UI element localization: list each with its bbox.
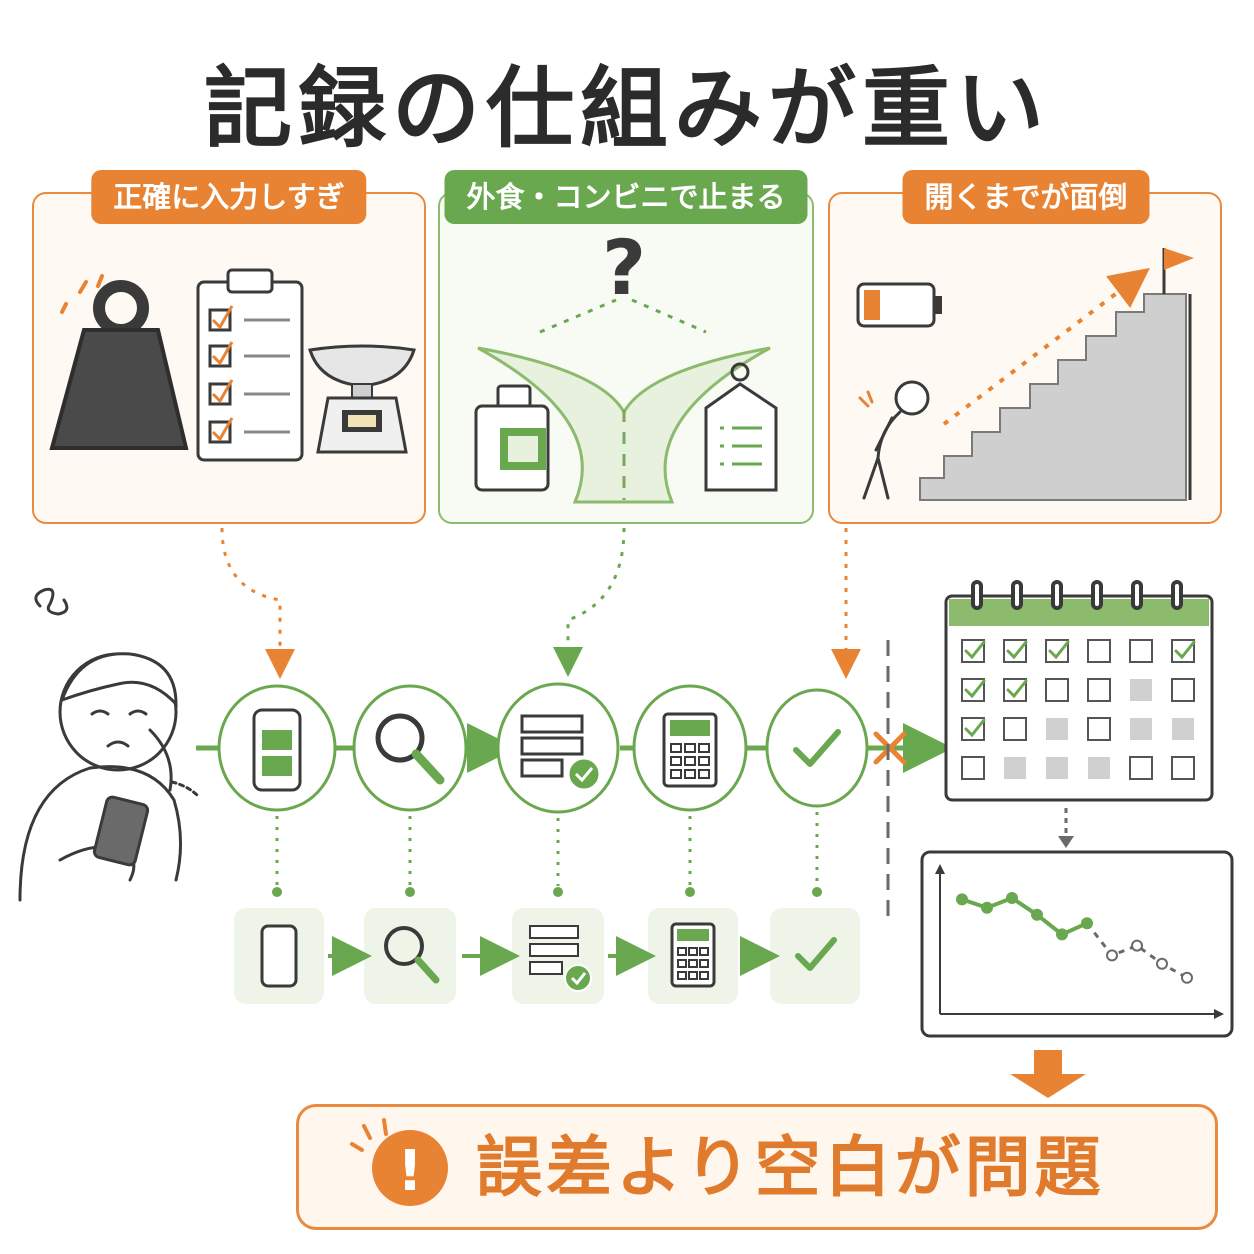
calendar-cell-check bbox=[1003, 639, 1028, 663]
calendar-cell-gray bbox=[1046, 757, 1068, 779]
trend-chart bbox=[920, 850, 1234, 1038]
calendar-cell-empty bbox=[1171, 756, 1195, 780]
step-connectors bbox=[272, 812, 822, 897]
step-circle-list bbox=[496, 682, 620, 814]
calendar-cell-empty bbox=[1129, 639, 1153, 663]
weight-icon bbox=[49, 274, 189, 450]
trend-point-solid bbox=[1081, 917, 1093, 930]
trend-point-dashed bbox=[1106, 949, 1118, 962]
step-circle-phone bbox=[217, 684, 337, 812]
trend-point-dashed bbox=[1156, 957, 1168, 970]
phone-icon bbox=[252, 708, 302, 792]
calendar-cell-check bbox=[961, 717, 986, 741]
step-circle-search bbox=[352, 684, 468, 812]
calendar-cell-gray bbox=[1172, 718, 1194, 740]
calendar-cell-check bbox=[961, 678, 986, 702]
calendar-cell-gray bbox=[1088, 757, 1110, 779]
check-icon bbox=[795, 937, 837, 971]
list-check-icon bbox=[529, 925, 592, 992]
page-title: 記録の仕組みが重い bbox=[203, 57, 1050, 160]
search-icon bbox=[375, 713, 445, 785]
panel-label-eating-out: 外食・コンビニで止まる bbox=[444, 170, 808, 224]
calendar-cell-check bbox=[961, 639, 986, 663]
trend-point-solid bbox=[1056, 928, 1068, 941]
price-tag-icon bbox=[704, 362, 778, 492]
phone-icon bbox=[260, 924, 298, 988]
calendar-cell-check bbox=[1003, 678, 1028, 702]
food-container-icon bbox=[474, 384, 550, 492]
calendar-cell-empty bbox=[961, 756, 985, 780]
calendar-cell-empty bbox=[1129, 756, 1153, 780]
trend-point-solid bbox=[956, 893, 968, 906]
calendar-cell-gray bbox=[1046, 718, 1068, 740]
trend-line-dashed bbox=[1085, 922, 1188, 980]
stairs-icon bbox=[919, 248, 1194, 501]
panel-label-opening-hassle: 開くまでが面倒 bbox=[902, 170, 1150, 224]
broken-flow-x-icon bbox=[873, 731, 907, 765]
calendar-cell-check bbox=[1045, 639, 1070, 663]
checklist-clipboard-icon bbox=[196, 268, 304, 462]
calendar-cell-empty bbox=[1087, 639, 1111, 663]
calendar-cell-empty bbox=[1087, 678, 1111, 702]
question-mark: ? bbox=[602, 223, 646, 312]
calendar-cell-empty bbox=[1087, 717, 1111, 741]
calendar-cell-gray bbox=[1130, 679, 1152, 701]
step-circle-check bbox=[765, 688, 869, 808]
check-icon bbox=[793, 729, 841, 767]
step-circle-calculator bbox=[632, 684, 748, 812]
conclusion-text: 誤差より空白が問題 bbox=[476, 1129, 1105, 1206]
trend-point-solid bbox=[1006, 892, 1018, 904]
calendar-cell-gray bbox=[1004, 757, 1026, 779]
calendar-icon bbox=[944, 580, 1214, 802]
kitchen-scale-icon bbox=[308, 344, 416, 454]
list-check-icon bbox=[520, 714, 602, 792]
panel-label-accurate-input: 正確に入力しすぎ bbox=[91, 170, 367, 224]
down-arrow-icon bbox=[1010, 1074, 1086, 1098]
search-icon bbox=[384, 926, 440, 984]
conclusion-box bbox=[296, 1104, 1218, 1230]
trend-point-dashed bbox=[1131, 939, 1143, 952]
low-battery-icon bbox=[856, 282, 942, 328]
calendar-cell-empty bbox=[1003, 717, 1027, 741]
simplified-flow bbox=[234, 908, 860, 1004]
calculator-icon bbox=[670, 922, 716, 988]
trend-point-solid bbox=[1031, 908, 1043, 921]
calendar-cell-empty bbox=[1171, 678, 1195, 702]
calendar-cell-check bbox=[1171, 639, 1196, 663]
trend-point-dashed bbox=[1181, 971, 1193, 984]
calculator-icon bbox=[662, 712, 718, 788]
trend-point-solid bbox=[981, 901, 993, 914]
calendar-cell-gray bbox=[1130, 718, 1152, 740]
fork-road-icon bbox=[477, 298, 771, 504]
worried-person-icon bbox=[18, 587, 200, 902]
calendar-cell-empty bbox=[1045, 678, 1069, 702]
tired-person-icon bbox=[858, 380, 930, 500]
